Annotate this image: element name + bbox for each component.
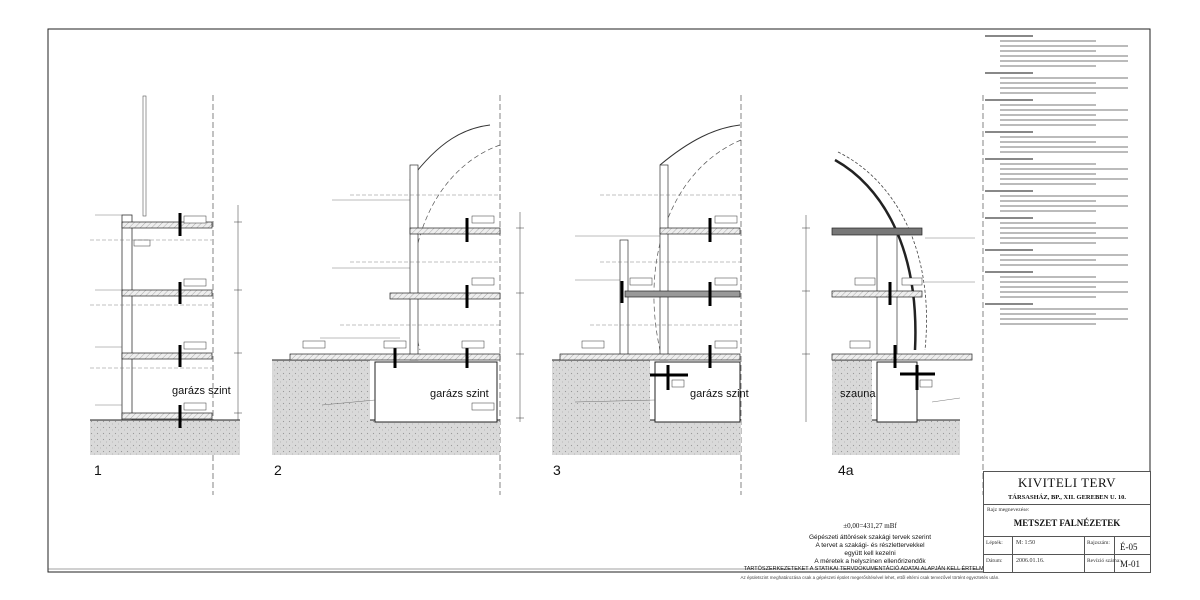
note-line-2: A tervet a szakági- és részlettervekkel [815,542,925,549]
plan-type-title: KIVITELI TERV [1017,475,1116,490]
section-1-drawing [90,95,242,455]
section-number-3: 3 [553,462,561,478]
scale-label: Lépték: [986,540,1003,546]
section-2-drawing [272,124,524,455]
revision-label: Revízió száma: [1087,558,1121,564]
room-label-1: garázs szint [172,385,231,397]
room-label-4a: szauna [840,388,876,400]
date-label: Dátum: [986,558,1003,564]
note-line-4: A méretek a helyszínen ellenőrizendők [814,558,926,565]
revision-number: M-01 [1120,559,1140,569]
note-line-3: együtt kell kezelni [844,550,896,557]
section-number-1: 1 [94,462,102,478]
ground-fill-3 [552,360,741,455]
room-label-3: garázs szint [690,388,749,400]
section-4a-drawing [802,151,975,455]
note-line-6: Az épületszint meghatározása csak a gépé… [740,575,1000,580]
sheet-border [47,28,1151,573]
room-label-2: garázs szint [430,388,489,400]
material-legend [985,30,1145,328]
date-value: 2006.01.16. [1016,558,1045,564]
scale-value: M: 1:50 [1016,540,1036,546]
note-line-5: TARTÓSZERKEZETEKET A STATIKAI TERVDOKUME… [743,566,997,572]
level-note: ±0,00=431,27 mBf [843,522,897,530]
section-number-4a: 4a [838,462,854,478]
ground-fill-2 [272,360,500,455]
section-number-2: 2 [274,462,282,478]
ground-fill-1 [90,420,240,455]
title-block: KIVITELI TERV TÁRSASHÁZ, BP., XII. GEREB… [983,471,1151,573]
ground-fill-4a [832,360,960,455]
note-line-1: Gépészeti áttörések szakági tervek szeri… [808,534,932,541]
section-3-drawing [552,124,742,455]
drawing-title: METSZET FALNÉZETEK [1013,518,1121,528]
drawing-label: Rajz megnevezése: [987,507,1030,513]
sheet-number: É-05 [1120,542,1138,552]
sheet-number-label: Rajzszám: [1087,540,1110,546]
project-name: TÁRSASHÁZ, BP., XII. GEREBEN U. 10. [1007,494,1127,501]
